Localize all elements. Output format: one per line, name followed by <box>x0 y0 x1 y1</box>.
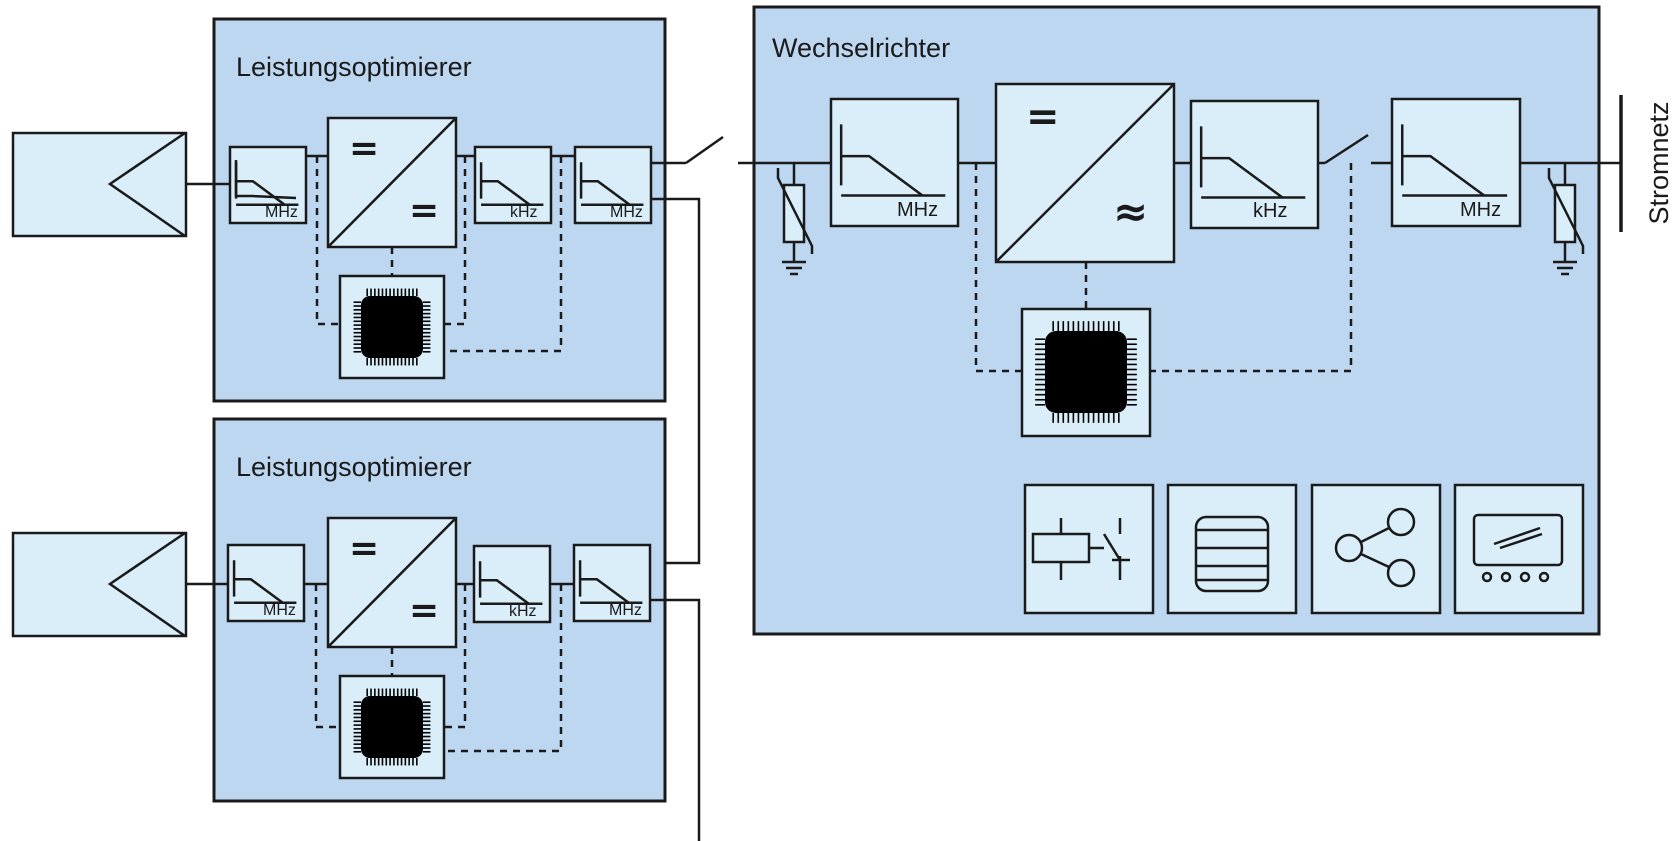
svg-text:=: = <box>349 128 379 169</box>
svg-text:kHz: kHz <box>509 603 537 620</box>
svg-text:MHz: MHz <box>263 602 296 619</box>
grid-label: Stromnetz <box>1644 101 1674 224</box>
filter-mhz-in: MHz <box>226 543 306 623</box>
dc-ac-converter: = ≈ <box>994 82 1176 264</box>
relay-icon <box>1023 483 1155 615</box>
optimizer-panel-2: Leistungsoptimierer MHz kHz MHz = = <box>186 417 701 841</box>
svg-text:=: = <box>409 190 439 231</box>
surge-protector-in <box>776 163 814 276</box>
lowpass-curve <box>1400 124 1485 197</box>
pv-module-1 <box>11 131 188 238</box>
chip-icon <box>1020 307 1152 438</box>
svg-text:=: = <box>1026 94 1060 140</box>
svg-text:MHz: MHz <box>610 204 643 221</box>
dc-dc-converter: = = <box>326 116 458 249</box>
lowpass-curve <box>579 162 631 206</box>
svg-text:=: = <box>409 590 439 631</box>
filter-mhz-out: MHz <box>572 543 652 623</box>
svg-text:MHz: MHz <box>265 204 298 221</box>
svg-text:MHz: MHz <box>897 199 938 221</box>
svg-text:MHz: MHz <box>609 602 642 619</box>
chip-icon <box>338 674 446 780</box>
optimizer-title: Leistungsoptimierer <box>236 52 472 82</box>
lowpass-curve <box>479 162 531 206</box>
svg-text:=: = <box>349 528 379 569</box>
lowpass-curve <box>234 162 286 206</box>
lowpass-curve <box>839 124 924 197</box>
svg-text:kHz: kHz <box>1253 200 1287 222</box>
filter-khz: kHz <box>1189 99 1320 230</box>
optimizer-panel-1: Leistungsoptimierer MHz kHz MHz <box>186 17 724 565</box>
filter-symbols <box>232 124 1508 606</box>
inverter-title: Wechselrichter <box>772 33 950 63</box>
svg-text:MHz: MHz <box>1460 199 1501 221</box>
display-icon <box>1453 483 1585 615</box>
database-icon <box>1166 483 1298 615</box>
svg-text:kHz: kHz <box>510 204 538 221</box>
filter-khz: kHz <box>473 145 553 225</box>
share-icon <box>1310 483 1442 615</box>
dc-dc-converter: = = <box>326 516 458 649</box>
chip-icon <box>338 274 446 380</box>
lowpass-curve <box>578 560 630 604</box>
filter-mhz-in: MHz <box>228 145 308 225</box>
optimizer-title: Leistungsoptimierer <box>236 452 472 482</box>
lowpass-curve <box>478 561 530 605</box>
chip-pins <box>353 288 1137 766</box>
svg-text:≈: ≈ <box>1113 187 1148 236</box>
inverter-panel: Wechselrichter <box>738 5 1621 636</box>
pv-module-2 <box>11 531 188 638</box>
filter-mhz-out: MHz <box>573 145 653 225</box>
lowpass-curve <box>232 560 284 604</box>
surge-protector-out <box>1547 163 1585 276</box>
grid-connection: Stromnetz <box>1619 95 1674 232</box>
filter-mhz-out: MHz <box>1390 97 1522 228</box>
filter-mhz-in: MHz <box>829 97 960 228</box>
lowpass-curve <box>1199 126 1284 199</box>
filter-khz: kHz <box>472 544 552 624</box>
